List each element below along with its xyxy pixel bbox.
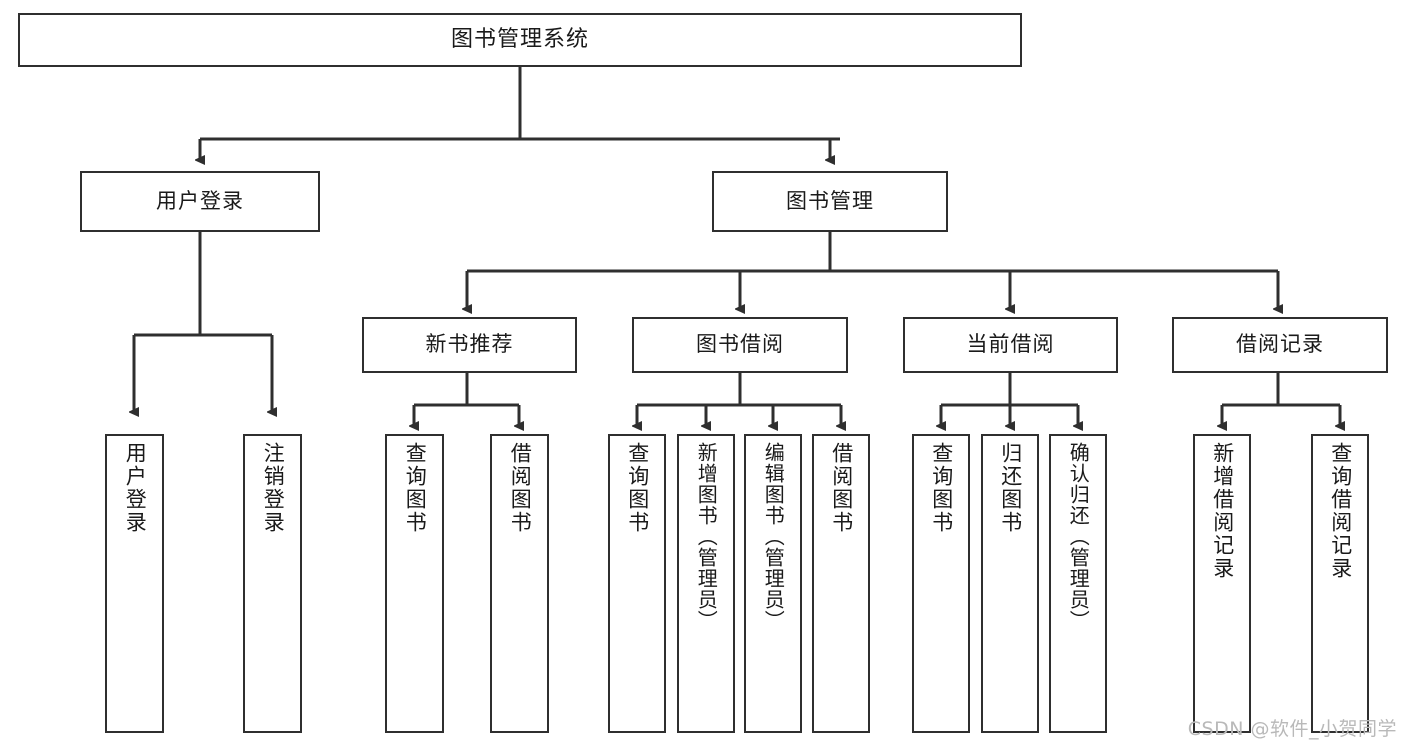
node-borrow-record-label: 借阅记录 — [1236, 332, 1324, 357]
node-leaf-currentborrow-return[interactable]: 归还图书 — [981, 434, 1039, 733]
node-leaf-bookborrow-edit[interactable]: 编辑图书（管理员） — [744, 434, 802, 733]
node-root-label: 图书管理系统 — [450, 26, 589, 52]
node-user-login-label: 用户登录 — [156, 188, 244, 213]
node-leaf-label: 归还图书 — [998, 442, 1023, 534]
node-leaf-bookborrow-add[interactable]: 新增图书（管理员） — [677, 434, 735, 733]
node-leaf-newbook-borrow[interactable]: 借阅图书 — [490, 434, 549, 733]
node-root[interactable]: 图书管理系统 — [18, 13, 1022, 67]
node-leaf-label: 用户登录 — [123, 442, 148, 534]
node-user-login[interactable]: 用户登录 — [80, 171, 320, 232]
node-leaf-user-login-signin[interactable]: 用户登录 — [105, 434, 164, 733]
node-new-book-recommend[interactable]: 新书推荐 — [362, 317, 577, 373]
node-new-book-recommend-label: 新书推荐 — [425, 332, 514, 357]
node-leaf-borrowrecord-add[interactable]: 新增借阅记录 — [1193, 434, 1251, 733]
node-book-borrow-label: 图书借阅 — [696, 332, 784, 357]
node-book-manage[interactable]: 图书管理 — [712, 171, 948, 232]
node-leaf-label: 借阅图书 — [508, 442, 533, 534]
node-borrow-record[interactable]: 借阅记录 — [1172, 317, 1388, 373]
node-book-borrow[interactable]: 图书借阅 — [632, 317, 848, 373]
node-leaf-label: 借阅图书 — [829, 442, 854, 534]
node-leaf-currentborrow-query[interactable]: 查询图书 — [912, 434, 970, 733]
node-leaf-borrowrecord-query[interactable]: 查询借阅记录 — [1311, 434, 1369, 733]
node-leaf-label: 编辑图书（管理员） — [761, 442, 786, 631]
node-leaf-currentborrow-confirm[interactable]: 确认归还（管理员） — [1049, 434, 1107, 733]
node-leaf-label: 查询借阅记录 — [1328, 442, 1353, 580]
node-leaf-label: 注销登录 — [261, 442, 286, 534]
node-leaf-label: 查询图书 — [625, 442, 650, 534]
node-leaf-newbook-query[interactable]: 查询图书 — [385, 434, 444, 733]
node-leaf-label: 新增借阅记录 — [1210, 442, 1235, 580]
node-leaf-bookborrow-borrow[interactable]: 借阅图书 — [812, 434, 870, 733]
node-leaf-label: 查询图书 — [929, 442, 954, 534]
node-leaf-user-login-signout[interactable]: 注销登录 — [243, 434, 302, 733]
node-current-borrow-label: 当前借阅 — [966, 332, 1055, 357]
node-leaf-bookborrow-query[interactable]: 查询图书 — [608, 434, 666, 733]
node-leaf-label: 新增图书（管理员） — [694, 442, 719, 631]
node-book-manage-label: 图书管理 — [786, 188, 874, 213]
node-leaf-label: 确认归还（管理员） — [1066, 442, 1091, 631]
node-current-borrow[interactable]: 当前借阅 — [903, 317, 1118, 373]
watermark: CSDN @软件_小贺同学 — [1187, 718, 1397, 740]
node-leaf-label: 查询图书 — [403, 442, 428, 534]
